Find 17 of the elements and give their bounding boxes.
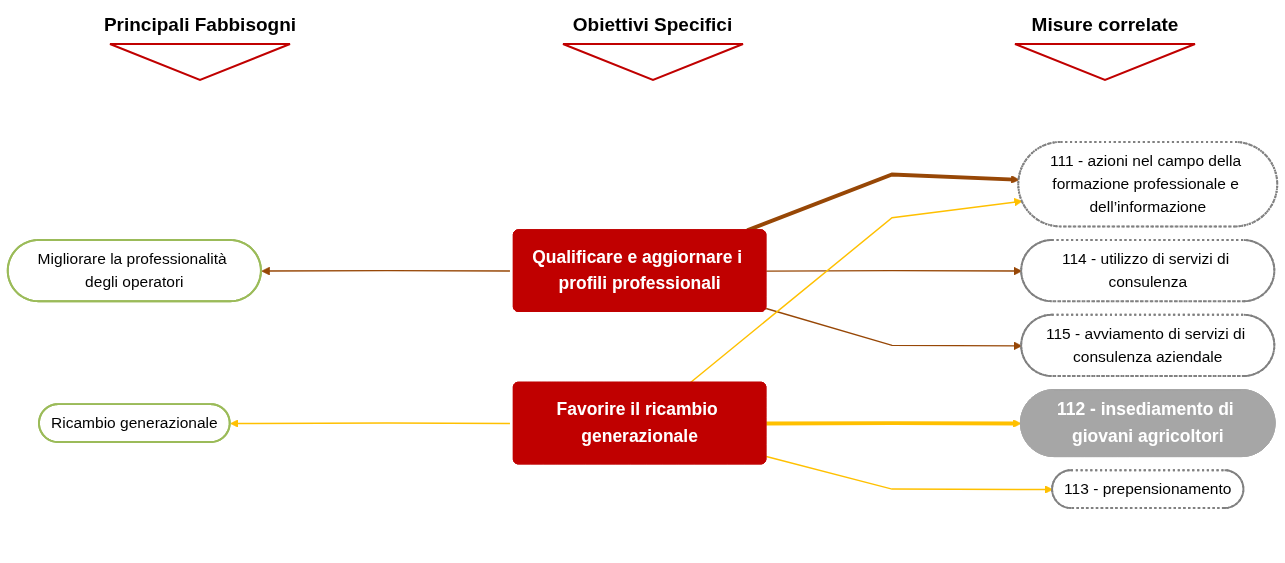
arrow — [261, 266, 511, 276]
ellipse-node: 112 - insediamento di giovani agricoltori — [1019, 389, 1276, 458]
arrow — [689, 197, 1023, 384]
objective-box: Qualificare e aggiornare i profili professionali — [512, 229, 767, 312]
column-heading: Misure correlate — [995, 14, 1215, 90]
arrow — [230, 419, 511, 428]
arrow — [766, 419, 1022, 428]
ellipse-node: 113 - prepensionamento — [1051, 469, 1245, 509]
column-heading: Obiettivi Specifici — [542, 14, 763, 90]
ellipse-node: Ricambio generazionale — [38, 403, 231, 443]
objective-box: Favorire il ricambio generazionale — [512, 381, 767, 465]
ellipse-node: Migliorare la professionalità degli operatori — [6, 239, 262, 303]
column-heading: Principali Fabbisogni — [90, 14, 310, 90]
ellipse-node: 111 - azioni nel campo della formazione professionale e dell’informazione — [1017, 141, 1279, 228]
arrow — [765, 455, 1053, 494]
ellipse-node: 114 - utilizzo di servizi di consulenza — [1020, 239, 1276, 303]
ellipse-node: 115 - avviamento di servizi di consulenza aziendale — [1020, 313, 1276, 377]
